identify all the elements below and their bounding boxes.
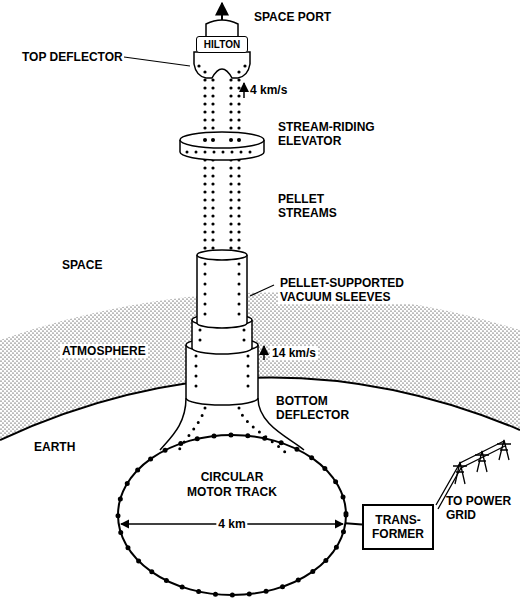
part-label-holder: PELLET STREAMS <box>278 192 368 220</box>
part-label-holder: STREAM-RIDING ELEVATOR <box>278 120 408 148</box>
hole-row <box>238 264 241 318</box>
pellet-stream <box>229 80 232 256</box>
elevator-dots <box>187 151 258 154</box>
part-label-holder: TOP DEFLECTOR <box>22 50 162 64</box>
sleeve-holes <box>196 264 248 396</box>
pylon <box>475 451 489 472</box>
pylon <box>453 462 467 484</box>
velocity-label-holder: 14 km/s <box>270 346 340 360</box>
node-text: HILTON <box>204 38 240 52</box>
part-label: PELLET-SUPPORTED VACUUM SLEEVES <box>278 276 428 304</box>
part-label-holder: PELLET-SUPPORTED VACUUM SLEEVES <box>278 276 428 304</box>
dimension-label: 4 km <box>216 517 247 531</box>
atmosphere-stipple <box>0 292 520 440</box>
node-text: TRANS- FORMER <box>372 513 424 541</box>
region-label-holder: SPACE <box>62 258 142 272</box>
region-label-holder: ATMOSPHERE <box>60 344 170 358</box>
hole-row <box>204 264 207 318</box>
region-label-holder: EARTH <box>34 440 114 454</box>
pellet-streams <box>205 80 239 256</box>
leader-line <box>250 285 274 296</box>
deflector-holes <box>197 64 246 73</box>
hole-row <box>199 330 202 346</box>
hole <box>243 64 246 67</box>
pylon <box>497 440 511 460</box>
station-band: HILTON <box>196 36 248 53</box>
hole <box>197 64 200 67</box>
part-label: STREAM-RIDING ELEVATOR <box>278 120 408 148</box>
part-label-holder: BOTTOM DEFLECTOR <box>276 394 376 422</box>
hole <box>237 70 240 73</box>
hole <box>237 138 241 142</box>
velocity-arrow <box>243 83 245 98</box>
node-text: CIRCULAR MOTOR TRACK <box>177 470 287 500</box>
elevator-holes <box>203 138 241 142</box>
connector-line <box>345 523 362 524</box>
velocity-arrow <box>263 346 265 360</box>
track-outline <box>115 432 349 598</box>
vacuum-sleeve <box>197 255 247 328</box>
part-label: BOTTOM DEFLECTOR <box>276 394 376 422</box>
ascent-arrow <box>221 3 223 21</box>
deflected-streams <box>178 408 285 452</box>
region-label: ATMOSPHERE <box>60 344 148 358</box>
velocity-label: 14 km/s <box>270 346 318 360</box>
leader-line <box>124 57 190 66</box>
part-label: SPACE PORT <box>254 10 331 24</box>
top-deflector <box>194 52 250 78</box>
motor-track-circle: CIRCULAR MOTOR TRACK <box>115 432 349 598</box>
pellet-stream <box>203 80 206 256</box>
elevator-top <box>180 132 264 148</box>
pellet-stream <box>237 80 240 256</box>
sleeve-rim <box>197 250 247 260</box>
region-label: SPACE <box>62 258 102 272</box>
hole <box>203 138 207 142</box>
part-label: TO POWER GRID <box>446 494 514 522</box>
part-label-holder: SPACE PORT <box>254 10 364 24</box>
part-label-holder: TO POWER GRID <box>446 494 514 522</box>
dimension-label-holder: 4 km <box>216 517 247 531</box>
hole-row <box>243 330 246 346</box>
hole-row <box>195 356 198 396</box>
velocity-label-holder: 4 km/s <box>250 83 320 97</box>
hole <box>203 70 206 73</box>
region-label: EARTH <box>34 440 75 454</box>
transformer-box: TRANS- FORMER <box>362 504 434 550</box>
track-ellipse <box>118 435 346 595</box>
track-pellets <box>118 435 346 595</box>
part-label: PELLET STREAMS <box>278 192 368 220</box>
pellet-stream <box>211 80 214 256</box>
part-label: TOP DEFLECTOR <box>22 50 123 64</box>
velocity-label: 4 km/s <box>250 83 287 97</box>
hole <box>211 138 215 142</box>
hole-row <box>247 356 250 396</box>
space-port-cap <box>206 20 238 37</box>
hole <box>229 138 233 142</box>
